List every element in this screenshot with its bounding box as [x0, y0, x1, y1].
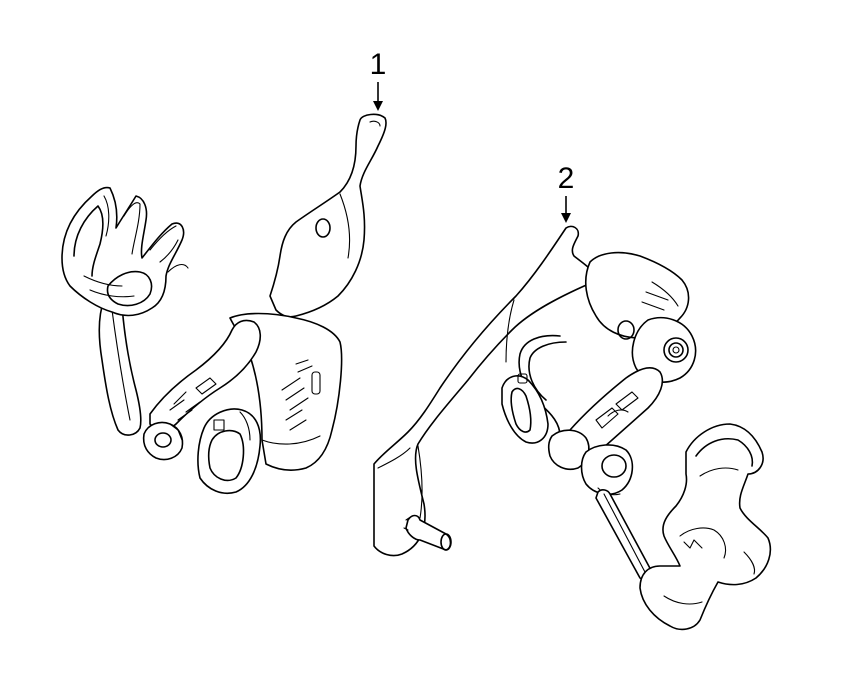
callout-2-arrowhead	[561, 213, 571, 223]
callout-1-arrowhead	[373, 101, 383, 111]
callout-1: 1	[370, 48, 387, 111]
callout-2: 2	[558, 162, 575, 223]
callout-2-label: 2	[558, 162, 575, 195]
part-2-level-sensor	[373, 225, 772, 631]
callout-1-label: 1	[370, 48, 387, 81]
part-1-level-sensor	[61, 113, 387, 494]
